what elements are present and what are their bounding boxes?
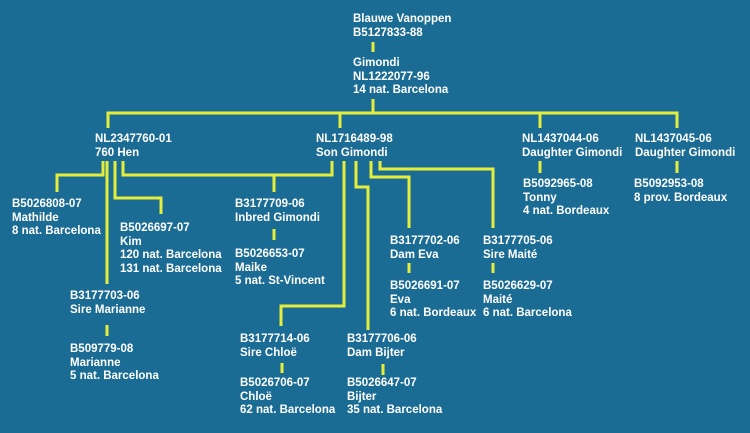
node-line: B5026706-07 — [240, 377, 310, 389]
node-line: Eva — [390, 293, 411, 306]
node-line: Sire Maité — [483, 248, 538, 261]
node-line: B3177706-06 — [347, 333, 417, 345]
connector — [55, 161, 105, 192]
node-line: Maité — [483, 293, 513, 306]
node-line: Dam Eva — [390, 248, 439, 261]
connector — [279, 161, 346, 326]
node-line: 6 nat. Barcelona — [483, 307, 572, 320]
node-line: B5026697-07 — [120, 222, 190, 234]
connector — [113, 161, 163, 214]
node-line: B3177703-06 — [70, 290, 140, 302]
node-line: Mathilde — [12, 211, 59, 224]
node-line: B3177714-06 — [240, 333, 310, 345]
node-line: B5092965-08 — [523, 178, 593, 190]
node-line: B5026653-07 — [235, 248, 305, 260]
node-line: 6 nat. Bordeaux — [390, 307, 477, 320]
node-line: B3177709-06 — [235, 198, 305, 210]
node-line: NL2347760-01 — [95, 133, 172, 145]
connector — [121, 161, 334, 177]
node-line: 760 Hen — [95, 146, 140, 159]
node-line: 14 nat. Barcelona — [353, 84, 449, 97]
node-line: 131 nat. Barcelona — [120, 262, 222, 275]
node-line: B5127833-88 — [353, 26, 423, 39]
node-line: 4 nat. Bordeaux — [523, 205, 610, 218]
node-line: Marianne — [70, 356, 121, 369]
connector — [106, 111, 679, 128]
node-line: Gimondi — [353, 57, 400, 69]
node-line: 8 nat. Barcelona — [12, 225, 101, 238]
node-line: NL1222077-96 — [353, 70, 430, 83]
connector — [369, 161, 411, 228]
node-line: Daughter Gimondi — [522, 146, 623, 159]
node-line: B5092953-08 — [634, 178, 704, 190]
node-line: B5026647-07 — [347, 377, 417, 389]
node-line: B3177702-06 — [390, 235, 460, 247]
node-line: 5 nat. St-Vincent — [235, 275, 325, 288]
node-line: Dam Bijter — [347, 346, 405, 359]
node-line: Daughter Gimondi — [635, 146, 736, 159]
node-line: Kim — [120, 235, 142, 248]
node-line: B5026808-07 — [12, 198, 82, 210]
node-line: B5026629-07 — [483, 280, 553, 292]
node-line: NL1437044-06 — [522, 133, 599, 145]
node-line: Tonny — [523, 191, 557, 204]
node-line: NL1716489-98 — [316, 133, 393, 145]
node-line: Sire Marianne — [70, 303, 146, 316]
node-line: 5 nat. Barcelona — [70, 370, 159, 383]
node-line: Blauwe Vanoppen — [353, 13, 452, 25]
node-line: Son Gimondi — [316, 146, 388, 159]
node-line: Maike — [235, 261, 267, 274]
node-line: Inbred Gimondi — [235, 211, 320, 224]
node-line: NL1437045-06 — [635, 133, 712, 145]
node-line: B3177705-06 — [483, 235, 553, 247]
node-line: B5026691-07 — [390, 280, 460, 292]
node-line: Bijter — [347, 390, 377, 403]
node-line: B509779-08 — [70, 343, 134, 355]
node-line: 8 prov. Bordeaux — [634, 191, 728, 204]
connector — [354, 161, 370, 330]
node-line: 62 nat. Barcelona — [240, 404, 336, 417]
node-line: Chloë — [240, 390, 272, 403]
node-line: 120 nat. Barcelona — [120, 249, 222, 262]
connector — [378, 161, 495, 228]
node-line: 35 nat. Barcelona — [347, 404, 443, 417]
node-line: Sire Chloë — [240, 346, 297, 359]
